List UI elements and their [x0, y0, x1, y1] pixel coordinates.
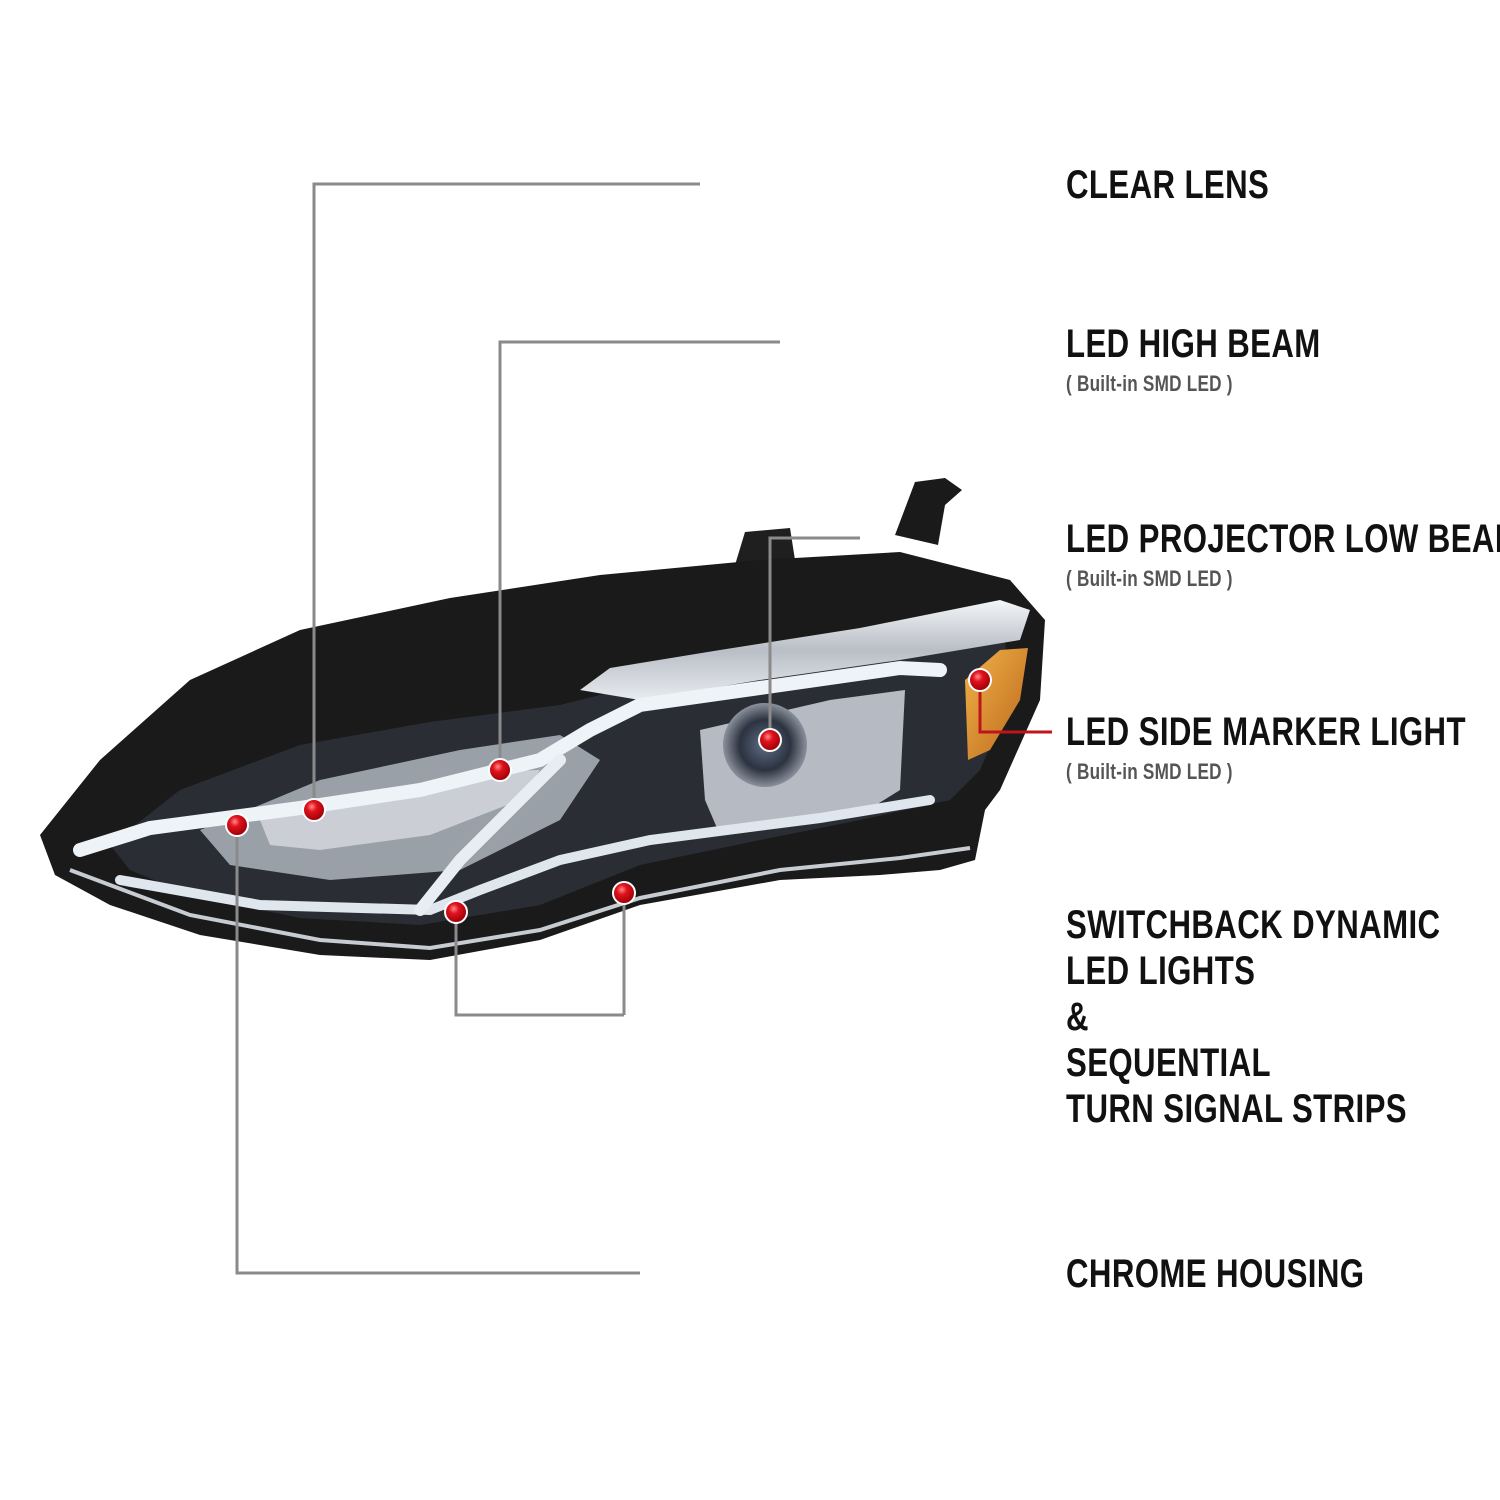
callout-chrome-housing-title: CHROME HOUSING — [1066, 1252, 1365, 1296]
callout-switchback-line-1: SWITCHBACK DYNAMIC — [1066, 903, 1441, 947]
callout-clear-lens-title: CLEAR LENS — [1066, 163, 1270, 207]
marker-dot-switchback-b — [612, 881, 636, 905]
led-light-guide — [73, 660, 947, 857]
leader-lines — [235, 182, 1052, 1275]
marker-dot-clear-lens — [302, 798, 326, 822]
callout-switchback-line-3: & — [1066, 995, 1089, 1039]
callout-low-beam-subtitle: ( Built-in SMD LED ) — [1066, 566, 1233, 591]
marker-dot-switchback-a — [444, 900, 468, 924]
leader-chrome-housing — [235, 827, 640, 1275]
marker-dots — [225, 668, 992, 924]
leader-low-beam — [768, 536, 860, 740]
chrome-reflector-highlight — [260, 770, 540, 850]
headlight-illustration — [40, 478, 1045, 960]
leader-clear-lens — [312, 182, 700, 810]
callout-low-beam-title: LED PROJECTOR LOW BEAM — [1066, 517, 1500, 561]
callout-high-beam-subtitle: ( Built-in SMD LED ) — [1066, 371, 1233, 396]
callout-side-marker-title: LED SIDE MARKER LIGHT — [1066, 710, 1466, 754]
marker-dot-high-beam — [488, 758, 512, 782]
callout-switchback-line-4: SEQUENTIAL — [1066, 1041, 1271, 1085]
led-light-guide-vertical — [414, 754, 566, 916]
callout-high-beam-title: LED HIGH BEAM — [1066, 322, 1321, 366]
marker-dot-low-beam — [758, 728, 782, 752]
callout-side-marker-subtitle: ( Built-in SMD LED ) — [1066, 759, 1233, 784]
leader-side-marker — [978, 683, 1052, 734]
leader-high-beam — [498, 340, 780, 770]
chrome-top-trim — [580, 600, 1030, 700]
callout-switchback-line-5: TURN SIGNAL STRIPS — [1066, 1087, 1408, 1131]
mounting-tab-rear — [895, 478, 962, 545]
led-light-guide-lower — [115, 795, 935, 916]
leader-switchback-a — [454, 915, 624, 1017]
marker-dot-chrome-housing — [225, 813, 249, 837]
marker-dot-side-marker — [968, 668, 992, 692]
callout-switchback-line-2: LED LIGHTS — [1066, 949, 1256, 993]
lower-chrome-trim — [69, 846, 971, 951]
